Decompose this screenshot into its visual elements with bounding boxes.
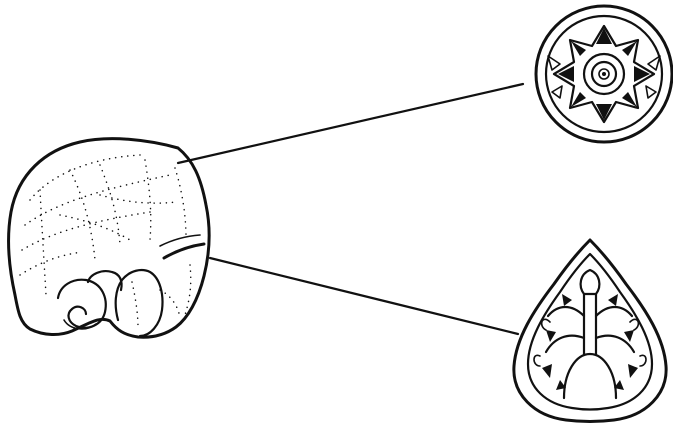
leader-line-lower xyxy=(210,258,518,334)
dotted-object-sketch xyxy=(8,139,209,338)
leader-line-upper xyxy=(178,84,523,163)
teardrop-ornament-detail xyxy=(514,240,666,422)
leader-lines xyxy=(178,84,523,334)
circular-ornament-detail xyxy=(536,6,672,142)
